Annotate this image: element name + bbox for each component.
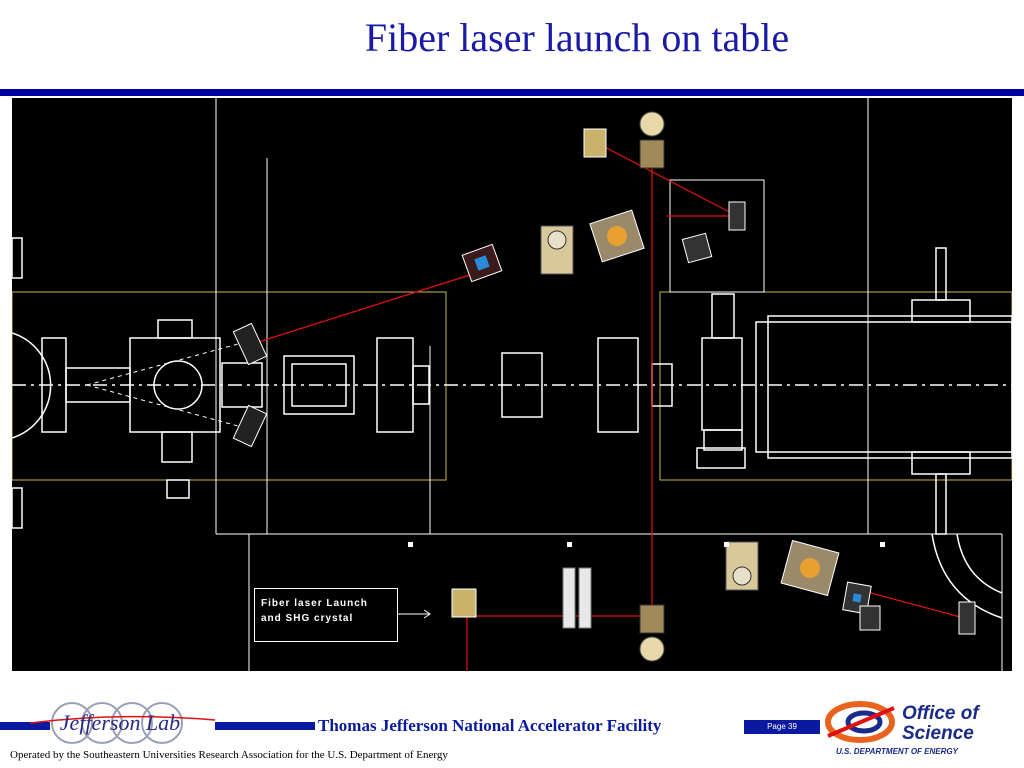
vacuum-chamber xyxy=(12,237,1012,619)
table-outline xyxy=(12,291,1012,481)
doe-department: U.S. DEPARTMENT OF ENERGY xyxy=(836,747,958,756)
page-number: Page 39 xyxy=(744,720,820,734)
title-rule xyxy=(0,89,1024,96)
footer-bar-left xyxy=(0,722,50,730)
diagram-canvas xyxy=(12,98,1012,671)
table-markers xyxy=(408,542,885,547)
jefferson-lab-logo: Jefferson Lab xyxy=(30,702,216,744)
optical-table-diagram: Fiber laser Launch and SHG crystal xyxy=(12,98,1012,671)
jlab-logo-text: Jefferson Lab xyxy=(60,710,180,735)
slide-title: Fiber laser launch on table xyxy=(364,15,790,60)
doe-logo-icon xyxy=(824,700,900,744)
operated-by-text: Operated by the Southeastern Universitie… xyxy=(10,749,448,761)
doe-science: Science xyxy=(902,723,974,744)
doe-office-of: Office of xyxy=(902,703,979,724)
callout-box: Fiber laser Launch and SHG crystal xyxy=(254,588,398,642)
facility-name: Thomas Jefferson National Accelerator Fa… xyxy=(318,716,662,735)
beamline-enclosures xyxy=(215,98,1003,671)
optical-components xyxy=(232,111,976,662)
callout-line-2: and SHG crystal xyxy=(261,613,354,624)
callout-arrow xyxy=(398,609,431,619)
laser-beam-path xyxy=(251,142,965,671)
callout-line-1: Fiber laser Launch xyxy=(261,598,368,609)
beam-cone xyxy=(86,343,239,427)
footer-bar-mid xyxy=(215,722,315,730)
